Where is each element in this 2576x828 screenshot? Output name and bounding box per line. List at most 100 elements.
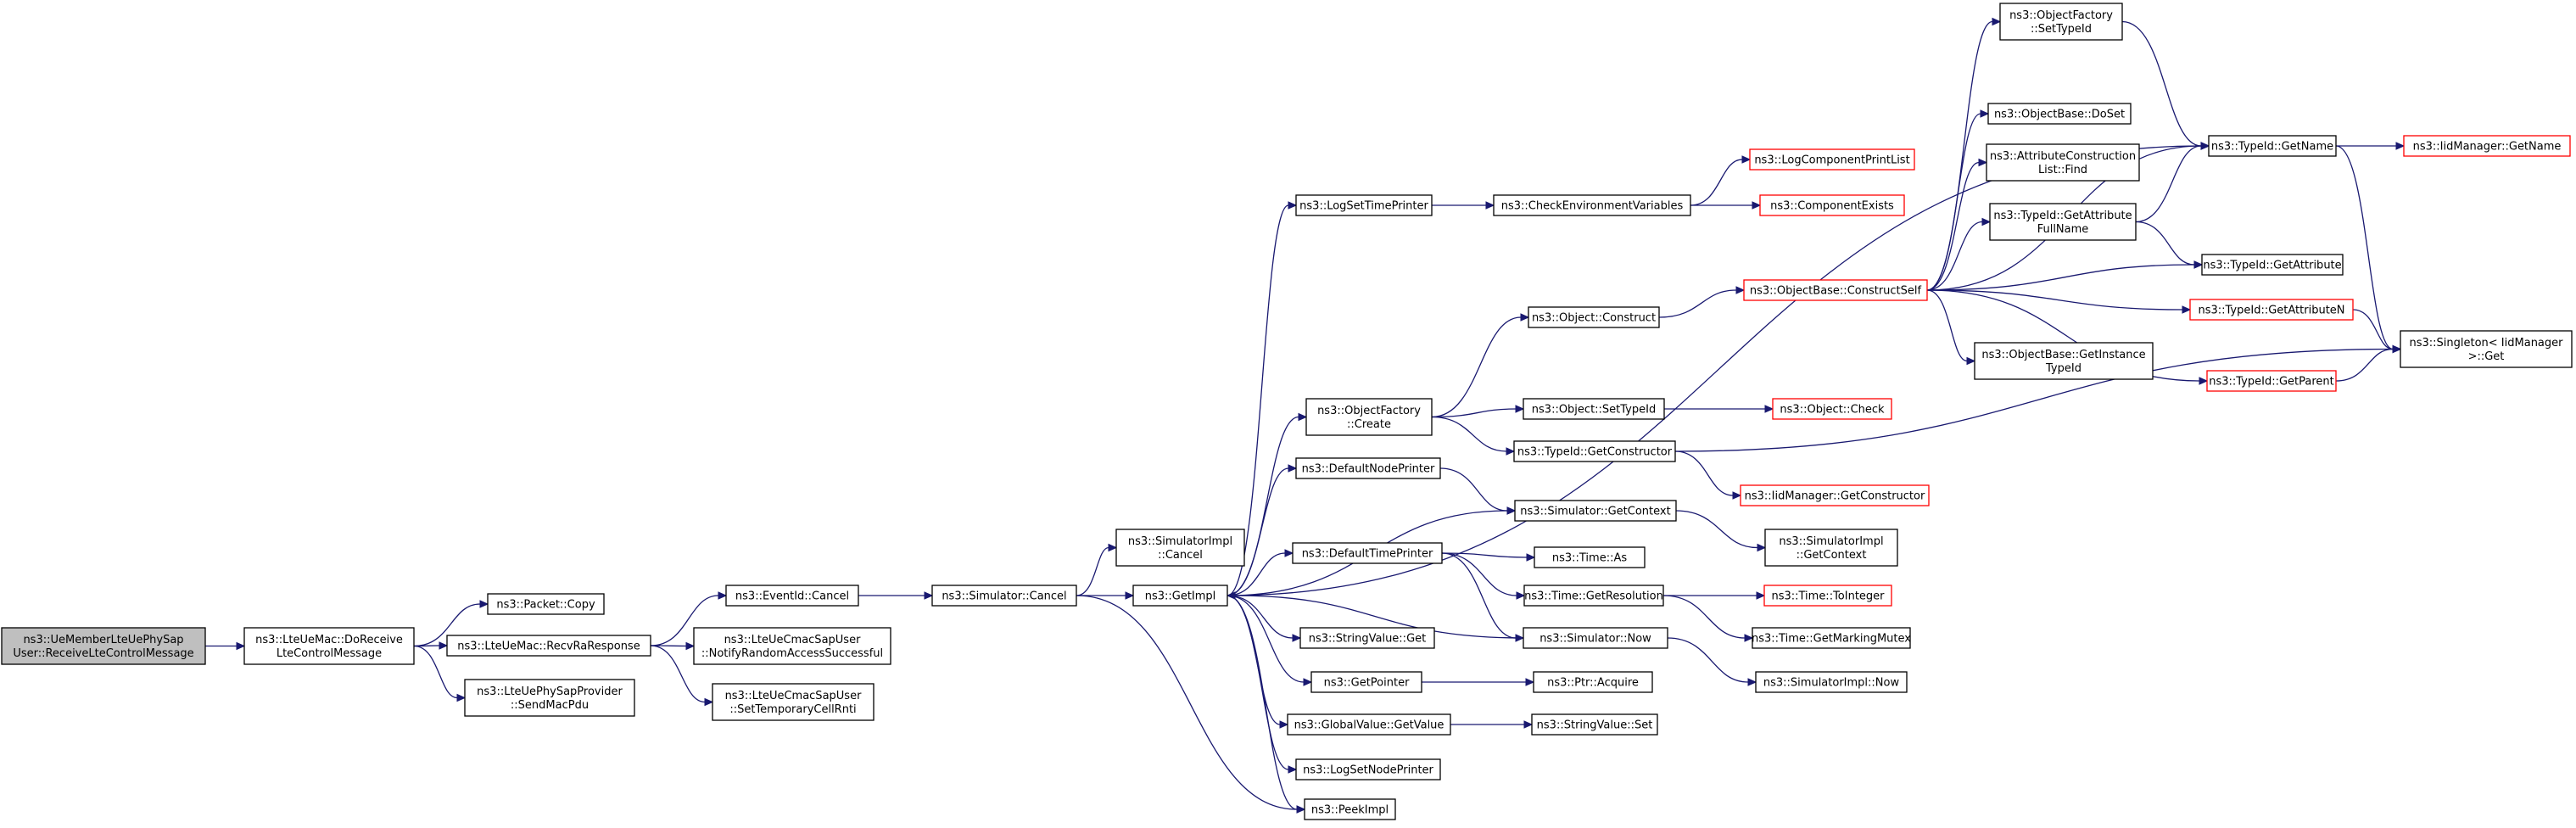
node-label: ns3::Ptr::Acquire <box>1547 677 1639 690</box>
graph-node-strvalset[interactable]: ns3::StringValue::Set <box>1531 713 1658 736</box>
node-label: ns3::GetImpl <box>1145 590 1216 603</box>
graph-node-doreceive[interactable]: ns3::LteUeMac::DoReceiveLteControlMessag… <box>243 627 415 665</box>
graph-node-strvalget[interactable]: ns3::StringValue::Get <box>1299 627 1435 649</box>
graph-node-simimplcancel[interactable]: ns3::SimulatorImpl::Cancel <box>1115 529 1245 567</box>
graph-node-objfsettypeid[interactable]: ns3::ObjectFactory::SetTypeId <box>1999 3 2123 41</box>
node-label: ns3::LteUeCmacSapUser <box>724 634 862 646</box>
node-box <box>1534 546 1646 568</box>
edge-getimpl-to-peekimpl <box>1227 595 1306 814</box>
graph-node-checkenv[interactable]: ns3::CheckEnvironmentVariables <box>1493 194 1691 216</box>
node-label: ns3::Packet::Copy <box>496 599 595 612</box>
edge-simnow-to-getimpl <box>1226 591 1524 639</box>
edge-timegetres-to-timegetmutex <box>1662 595 1754 642</box>
node-box <box>1115 529 1245 567</box>
node-box <box>931 585 1077 607</box>
graph-node-logsetnode[interactable]: ns3::LogSetNodePrinter <box>1295 758 1441 780</box>
graph-node-objconstruct[interactable]: ns3::Object::Construct <box>1528 306 1660 328</box>
node-label: ns3::Singleton< IidManager <box>2409 337 2563 350</box>
edge-getimpl-to-objfcreate <box>1227 412 1308 596</box>
graph-node-objbasedoset[interactable]: ns3::ObjectBase::DoSet <box>1987 103 2132 125</box>
node-box <box>2201 254 2344 276</box>
graph-node-singletonget[interactable]: ns3::Singleton< IidManager>::Get <box>2400 330 2573 368</box>
node-label: ns3::Object::Check <box>1780 404 1885 417</box>
node-label: ns3::LteUeCmacSapUser <box>725 690 863 702</box>
graph-node-notifyra[interactable]: ns3::LteUeCmacSapUser::NotifyRandomAcces… <box>693 627 891 665</box>
edge-typeidgetparent-to-singletonget <box>2335 344 2402 382</box>
edge-checkenv-to-compexists <box>1690 201 1762 210</box>
graph-node-typeidgetctor[interactable]: ns3::TypeId::GetConstructor <box>1513 440 1676 462</box>
node-box <box>1986 143 2140 182</box>
graph-node-eventcancel[interactable]: ns3::EventId::Cancel <box>725 585 859 607</box>
graph-node-getimpl[interactable]: ns3::GetImpl <box>1132 585 1228 607</box>
node-label: ns3::Time::As <box>1552 552 1628 565</box>
node-label: ns3::LteUeMac::RecvRaResponse <box>457 641 640 653</box>
graph-node-simnow[interactable]: ns3::Simulator::Now <box>1523 627 1668 649</box>
graph-node-iidgetctor[interactable]: ns3::IidManager::GetConstructor <box>1740 484 1930 506</box>
graph-node-globalvalget[interactable]: ns3::GlobalValue::GetValue <box>1287 713 1451 736</box>
graph-node-pktcopy[interactable]: ns3::Packet::Copy <box>487 593 605 615</box>
graph-node-objbaseconstruct[interactable]: ns3::ObjectBase::ConstructSelf <box>1743 279 1928 301</box>
graph-node-sendmacpdu[interactable]: ns3::LteUePhySapProvider::SendMacPdu <box>464 679 635 717</box>
edge-recvra-to-eventcancel <box>650 591 728 646</box>
node-box <box>1310 671 1422 693</box>
node-box <box>1304 798 1396 820</box>
graph-node-timeas[interactable]: ns3::Time::As <box>1534 546 1646 568</box>
graph-node-root[interactable]: ns3::UeMemberLteUePhySapUser::ReceiveLte… <box>1 627 206 665</box>
node-label: ns3::StringValue::Get <box>1309 633 1426 646</box>
graph-node-simimplgetctx[interactable]: ns3::SimulatorImpl::GetContext <box>1764 529 1898 567</box>
node-label: ns3::LogSetNodePrinter <box>1303 764 1433 777</box>
graph-node-timetoint[interactable]: ns3::Time::ToInteger <box>1763 585 1892 607</box>
node-label: ns3::Simulator::GetContext <box>1520 506 1670 518</box>
node-label: ns3::SimulatorImpl <box>1128 535 1232 548</box>
graph-node-deftimeprinter[interactable]: ns3::DefaultTimePrinter <box>1292 542 1443 564</box>
node-box <box>1523 398 1665 420</box>
node-label: ns3::Time::GetResolution <box>1524 590 1663 603</box>
graph-node-peekimpl[interactable]: ns3::PeekImpl <box>1304 798 1396 820</box>
graph-node-recvra[interactable]: ns3::LteUeMac::RecvRaResponse <box>446 635 651 657</box>
graph-node-typeidgetattrn[interactable]: ns3::TypeId::GetAttributeN <box>2189 299 2354 321</box>
edge-timegetres-to-timetoint <box>1662 591 1766 600</box>
edge-typeidgetattrfull-to-typeidgetattr <box>2135 221 2204 269</box>
graph-node-objsettypeid[interactable]: ns3::Object::SetTypeId <box>1523 398 1665 420</box>
edge-objfcreate-to-typeidgetctor <box>1431 416 1516 456</box>
graph-node-simgetcontext[interactable]: ns3::Simulator::GetContext <box>1514 500 1677 522</box>
node-label: >::Get <box>2468 350 2505 363</box>
edge-deftimeprinter-to-simnow <box>1441 552 1525 642</box>
graph-node-ptracquire[interactable]: ns3::Ptr::Acquire <box>1533 671 1653 693</box>
edge-objbaseconstruct-to-objbasegetinst <box>1926 289 1976 366</box>
node-label: ns3::Object::Construct <box>1532 312 1656 325</box>
graph-node-timegetres[interactable]: ns3::Time::GetResolution <box>1523 585 1664 607</box>
node-box <box>1531 713 1658 736</box>
graph-node-logcomplist[interactable]: ns3::LogComponentPrintList <box>1749 148 1915 171</box>
edge-defnodeprinter-to-simgetcontext <box>1439 467 1517 515</box>
node-box <box>725 585 859 607</box>
graph-node-typeidgetname[interactable]: ns3::TypeId::GetName <box>2208 135 2337 157</box>
node-label: TypeId <box>2045 362 2081 375</box>
graph-node-settemp[interactable]: ns3::LteUeCmacSapUser::SetTemporaryCellR… <box>712 683 874 721</box>
graph-node-typeidgetparent[interactable]: ns3::TypeId::GetParent <box>2206 370 2337 392</box>
graph-node-iidgetname[interactable]: ns3::IidManager::GetName <box>2403 135 2571 157</box>
edge-checkenv-to-logcomplist <box>1690 155 1752 206</box>
edges-layer <box>205 17 2406 814</box>
graph-node-defnodeprinter[interactable]: ns3::DefaultNodePrinter <box>1295 457 1441 479</box>
node-label: ::SetTemporaryCellRnti <box>729 703 856 716</box>
graph-node-simimplnow[interactable]: ns3::SimulatorImpl::Now <box>1755 671 1908 693</box>
graph-node-compexists[interactable]: ns3::ComponentExists <box>1759 194 1905 216</box>
edge-getimpl-to-logsettime <box>1227 201 1298 596</box>
node-label: ns3::AttributeConstruction <box>1990 150 2136 163</box>
graph-node-objfcreate[interactable]: ns3::ObjectFactory::Create <box>1305 398 1433 436</box>
node-box <box>1523 627 1668 649</box>
graph-node-logsettime[interactable]: ns3::LogSetTimePrinter <box>1295 194 1433 216</box>
node-label: ns3::TypeId::GetConstructor <box>1517 446 1673 459</box>
graph-node-objcheck[interactable]: ns3::Object::Check <box>1772 398 1892 420</box>
graph-node-simcancel[interactable]: ns3::Simulator::Cancel <box>931 585 1077 607</box>
graph-node-typeidgetattr[interactable]: ns3::TypeId::GetAttribute <box>2201 254 2344 276</box>
edge-objbaseconstruct-to-objbasedoset <box>1926 109 1990 291</box>
edge-deftimeprinter-to-timegetres <box>1441 552 1526 600</box>
graph-node-timegetmutex[interactable]: ns3::Time::GetMarkingMutex <box>1752 627 1911 649</box>
graph-node-getpointer[interactable]: ns3::GetPointer <box>1310 671 1422 693</box>
